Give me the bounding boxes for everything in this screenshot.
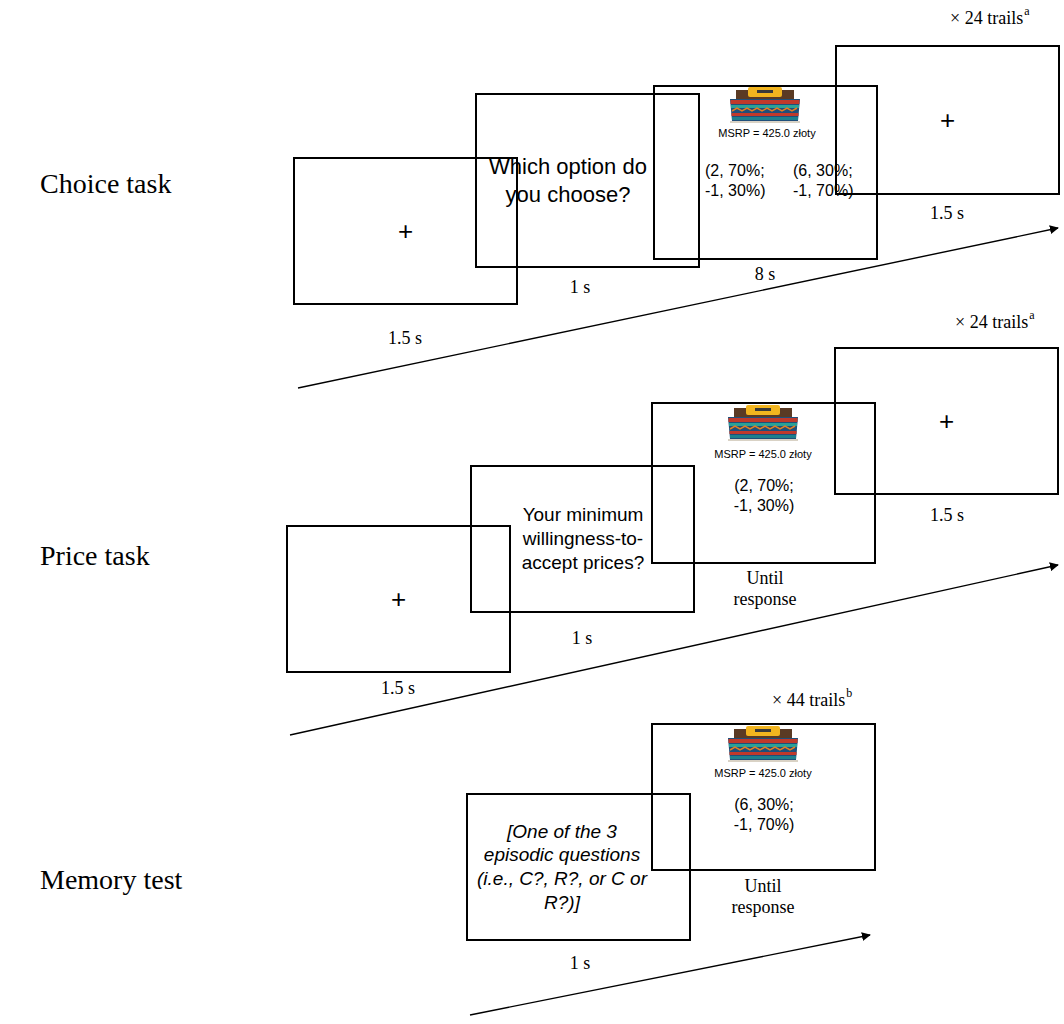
screen-frame: MSRP = 425.0 złoty (6, 30%; -1, 70%) — [651, 723, 876, 871]
price-text: MSRP = 425.0 złoty — [708, 767, 818, 781]
fixation-cross: + — [295, 215, 516, 248]
time-arrow — [470, 935, 870, 1015]
footnote-mark: a — [1024, 5, 1029, 19]
trial-count: × 24 trails — [955, 312, 1028, 333]
time-arrow — [298, 228, 1058, 388]
screen-frame: + — [286, 525, 511, 673]
lottery-option: (6, 30%; -1, 70%) — [793, 161, 873, 201]
duration: 1.5 s — [897, 203, 997, 224]
trial-count: × 24 trails — [950, 8, 1023, 29]
duration: 1 s — [530, 277, 630, 298]
screen-frame: + — [293, 157, 518, 305]
screen-frame: MSRP = 425.0 złoty (2, 70%; -1, 30%) — [651, 402, 876, 564]
price-text: MSRP = 425.0 złoty — [708, 448, 818, 462]
fixation-cross: + — [836, 405, 1057, 438]
price-text: MSRP = 425.0 złoty — [712, 127, 822, 141]
duration: Until response — [718, 876, 808, 917]
screen-frame: + — [835, 45, 1060, 195]
footnote-mark: b — [846, 687, 852, 701]
lottery-option: (2, 70%; -1, 30%) — [705, 161, 781, 201]
fixation-cross: + — [288, 583, 509, 616]
prompt-text: Your minimum willingness-to-accept price… — [516, 503, 650, 574]
bed-picture — [728, 405, 798, 441]
lottery-option: (6, 30%; -1, 70%) — [723, 795, 805, 835]
duration: 1.5 s — [897, 505, 997, 526]
lottery-option: (2, 70%; -1, 30%) — [723, 476, 805, 516]
screen-frame: + — [834, 347, 1059, 495]
duration: 1.5 s — [355, 328, 455, 349]
task-name: Choice task — [40, 168, 171, 200]
screen-frame: Your minimum willingness-to-accept price… — [470, 465, 695, 613]
duration: 1 s — [532, 628, 632, 649]
screen-frame: Which option do you choose? — [475, 93, 700, 268]
screen-frame: [One of the 3 episodic questions (i.e., … — [466, 793, 691, 941]
duration: Until response — [720, 568, 810, 609]
trial-count: × 44 trails — [772, 690, 845, 711]
screen-frame: MSRP = 425.0 złoty (2, 70%; -1, 30%) (6, 3… — [653, 85, 878, 260]
duration: 8 s — [715, 264, 815, 285]
fixation-cross: + — [837, 104, 1058, 137]
footnote-mark: a — [1029, 309, 1034, 323]
bed-picture — [728, 726, 798, 762]
task-name: Price task — [40, 540, 150, 572]
prompt-text: [One of the 3 episodic questions (i.e., … — [476, 820, 648, 915]
duration: 1 s — [530, 953, 630, 974]
bed-picture — [730, 87, 800, 123]
prompt-text: Which option do you choose? — [489, 153, 647, 208]
duration: 1.5 s — [348, 678, 448, 699]
task-name: Memory test — [40, 864, 182, 896]
